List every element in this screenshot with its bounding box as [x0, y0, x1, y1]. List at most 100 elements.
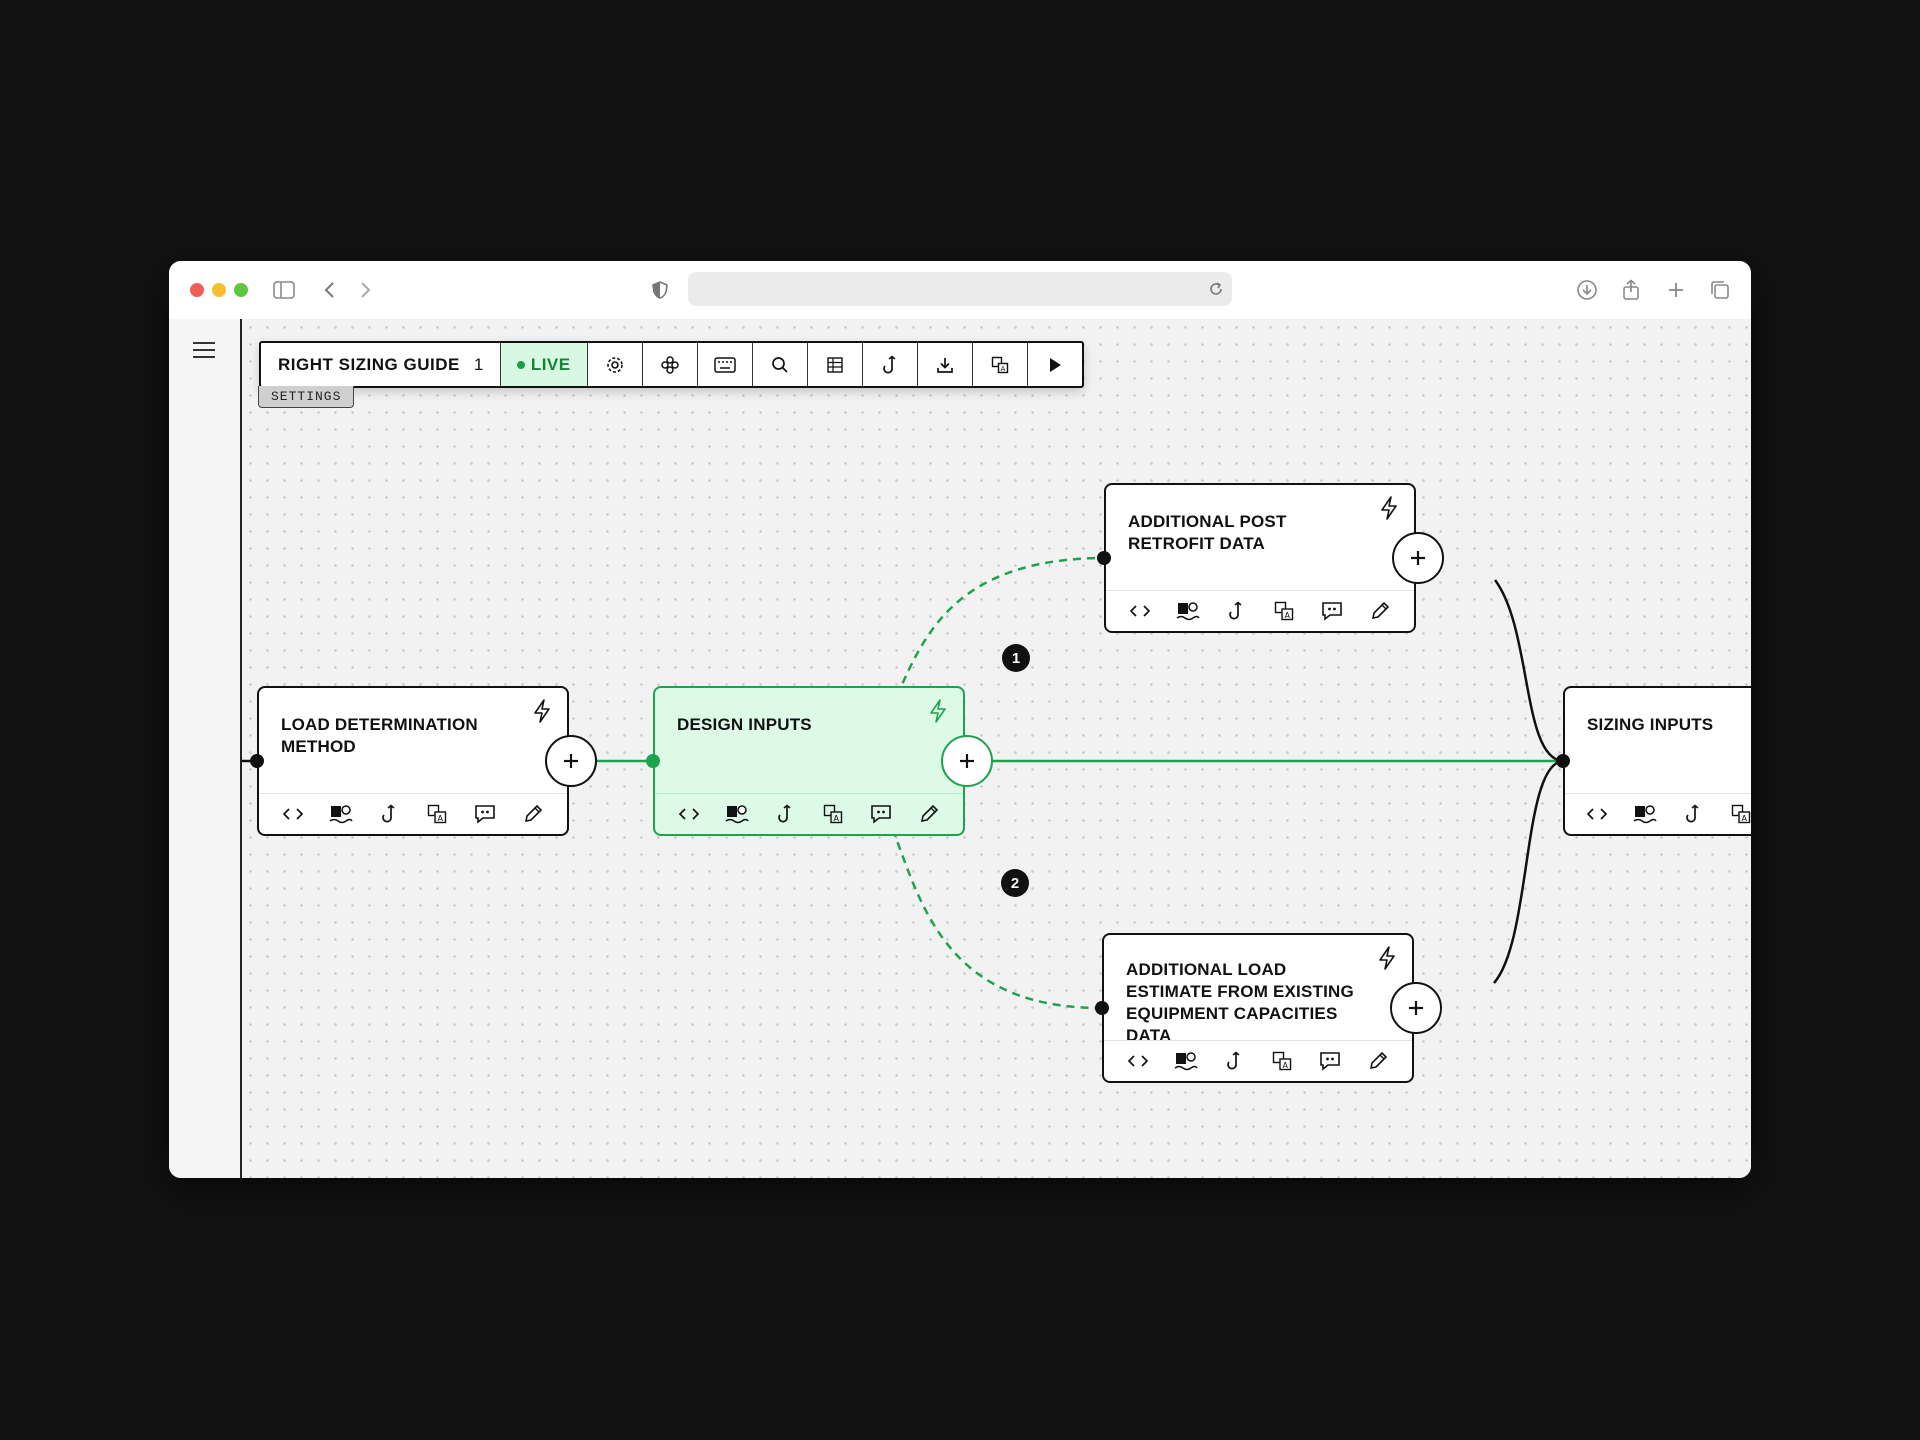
- input-port[interactable]: [250, 754, 264, 768]
- tab-overview-icon[interactable]: [1708, 278, 1732, 302]
- node-load-estimate[interactable]: ADDITIONAL LOAD ESTIMATE FROM EXISTING E…: [1102, 933, 1414, 1083]
- workflow-version: 1: [473, 354, 484, 374]
- speech-icon[interactable]: [723, 800, 751, 828]
- speech-icon[interactable]: [1172, 1047, 1200, 1075]
- svg-text:A: A: [1000, 365, 1005, 373]
- edit-icon[interactable]: [1364, 1047, 1392, 1075]
- code-icon[interactable]: [675, 800, 703, 828]
- table-button[interactable]: [808, 343, 863, 386]
- run-button[interactable]: [1028, 343, 1082, 386]
- node-actions: A: [655, 793, 963, 834]
- keyboard-button[interactable]: [698, 343, 753, 386]
- download-button[interactable]: [918, 343, 973, 386]
- code-icon[interactable]: [1126, 597, 1154, 625]
- edge-post-retrofit-to-sizing: [1494, 579, 1564, 763]
- plus-icon: [1409, 1001, 1423, 1015]
- hook-icon[interactable]: [375, 800, 403, 828]
- comment-icon[interactable]: [471, 800, 499, 828]
- hook-button[interactable]: [863, 343, 918, 386]
- menu-icon[interactable]: [191, 339, 217, 361]
- browser-titlebar: [169, 261, 1751, 320]
- speech-icon[interactable]: [327, 800, 355, 828]
- node-sizing-inputs[interactable]: SIZING INPUTS A: [1563, 686, 1751, 836]
- workflow-title-text: RIGHT SIZING GUIDE: [278, 354, 460, 374]
- bolt-icon[interactable]: [531, 698, 553, 724]
- plus-icon: [1411, 551, 1425, 565]
- add-node-button[interactable]: [1390, 982, 1442, 1034]
- workflow-toolbar: RIGHT SIZING GUIDE 1 LIVE: [259, 341, 1084, 388]
- svg-text:A: A: [1282, 1061, 1288, 1070]
- hook-icon[interactable]: [771, 800, 799, 828]
- edit-icon[interactable]: [519, 800, 547, 828]
- node-design-inputs[interactable]: DESIGN INPUTS A: [653, 686, 965, 836]
- bolt-icon[interactable]: [1376, 945, 1398, 971]
- code-icon[interactable]: [1583, 800, 1611, 828]
- search-button[interactable]: [753, 343, 808, 386]
- minimize-window-button[interactable]: [212, 283, 226, 297]
- reload-icon[interactable]: [1208, 281, 1224, 297]
- plus-icon: [960, 754, 974, 768]
- share-icon[interactable]: [1619, 278, 1643, 302]
- components-button[interactable]: [643, 343, 698, 386]
- add-node-button[interactable]: [1392, 532, 1444, 584]
- code-icon[interactable]: [279, 800, 307, 828]
- speech-icon[interactable]: [1174, 597, 1202, 625]
- translate-icon[interactable]: A: [423, 800, 451, 828]
- comment-icon[interactable]: [867, 800, 895, 828]
- input-port[interactable]: [646, 754, 660, 768]
- hook-icon[interactable]: [1220, 1047, 1248, 1075]
- settings-button[interactable]: [588, 343, 643, 386]
- code-icon[interactable]: [1124, 1047, 1152, 1075]
- node-actions: A: [1565, 793, 1751, 834]
- bolt-icon[interactable]: [1378, 495, 1400, 521]
- workflow-title[interactable]: RIGHT SIZING GUIDE 1: [261, 343, 501, 386]
- node-actions: A: [259, 793, 567, 834]
- node-title: ADDITIONAL POST RETROFIT DATA: [1128, 512, 1287, 553]
- add-node-button[interactable]: [941, 735, 993, 787]
- translate-icon[interactable]: A: [819, 800, 847, 828]
- live-status-button[interactable]: LIVE: [500, 343, 588, 386]
- back-icon[interactable]: [318, 278, 342, 302]
- edge-badge: 1: [1002, 644, 1030, 672]
- comment-icon[interactable]: [1316, 1047, 1344, 1075]
- browser-window: RIGHT SIZING GUIDE 1 LIVE: [169, 261, 1751, 1178]
- live-status-label: LIVE: [530, 354, 571, 374]
- close-window-button[interactable]: [190, 283, 204, 297]
- zoom-window-button[interactable]: [234, 283, 248, 297]
- add-node-button[interactable]: [545, 735, 597, 787]
- node-post-retrofit[interactable]: ADDITIONAL POST RETROFIT DATA A: [1104, 483, 1416, 633]
- privacy-shield-icon[interactable]: [648, 278, 672, 302]
- input-port[interactable]: [1095, 1001, 1109, 1015]
- input-port[interactable]: [1556, 754, 1570, 768]
- hook-icon[interactable]: [1679, 800, 1707, 828]
- input-port[interactable]: [1097, 551, 1111, 565]
- settings-tab[interactable]: SETTINGS: [258, 386, 355, 408]
- search-icon: [771, 356, 788, 373]
- svg-text:A: A: [1741, 814, 1747, 823]
- node-title: DESIGN INPUTS: [677, 715, 812, 734]
- node-title: ADDITIONAL LOAD ESTIMATE FROM EXISTING E…: [1126, 960, 1354, 1045]
- left-sidebar: [169, 319, 242, 1178]
- play-icon: [1049, 357, 1061, 372]
- node-load-determination[interactable]: LOAD DETERMINATION METHOD A: [257, 686, 569, 836]
- address-bar[interactable]: [688, 272, 1232, 306]
- translate-icon: A: [991, 356, 1008, 373]
- node-title: SIZING INPUTS: [1587, 715, 1714, 734]
- flower-icon: [660, 355, 679, 374]
- translate-icon[interactable]: A: [1268, 1047, 1296, 1075]
- sidebar-toggle-icon[interactable]: [272, 278, 296, 302]
- translate-button[interactable]: A: [973, 343, 1028, 386]
- downloads-icon[interactable]: [1575, 278, 1599, 302]
- node-title: LOAD DETERMINATION METHOD: [281, 715, 478, 756]
- forward-icon[interactable]: [353, 278, 377, 302]
- edit-icon[interactable]: [915, 800, 943, 828]
- translate-icon[interactable]: A: [1270, 597, 1298, 625]
- new-tab-icon[interactable]: [1664, 278, 1688, 302]
- comment-icon[interactable]: [1318, 597, 1346, 625]
- flow-canvas[interactable]: RIGHT SIZING GUIDE 1 LIVE: [242, 319, 1751, 1178]
- edit-icon[interactable]: [1366, 597, 1394, 625]
- bolt-icon[interactable]: [927, 698, 949, 724]
- speech-icon[interactable]: [1631, 800, 1659, 828]
- hook-icon[interactable]: [1222, 597, 1250, 625]
- translate-icon[interactable]: A: [1727, 800, 1751, 828]
